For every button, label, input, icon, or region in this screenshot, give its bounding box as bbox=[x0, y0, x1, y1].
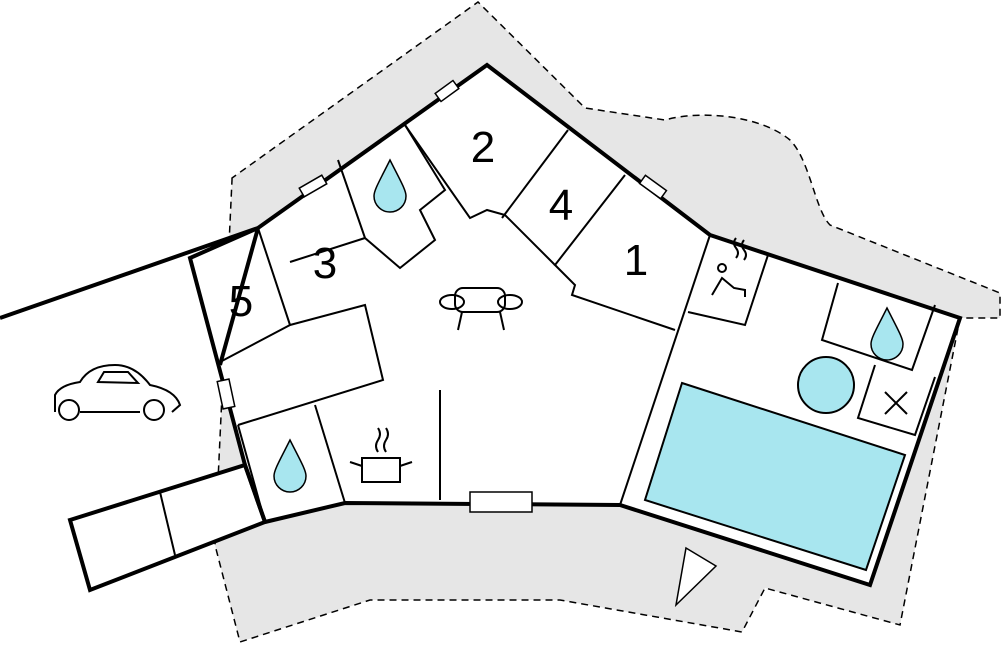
aux bbox=[218, 227, 260, 366]
room-label-2: 2 bbox=[471, 123, 495, 172]
room-label-4: 4 bbox=[549, 181, 573, 230]
pool-icon bbox=[643, 381, 907, 572]
cooking-pot-icon bbox=[349, 427, 413, 483]
storage-divider bbox=[159, 491, 176, 556]
sofa-icon bbox=[439, 287, 523, 331]
water-drop-icon bbox=[373, 158, 407, 213]
room-label-5: 5 bbox=[229, 277, 253, 326]
room-label-1: 1 bbox=[624, 236, 648, 285]
jacuzzi-icon bbox=[797, 356, 855, 414]
interior-walls bbox=[219, 124, 936, 523]
water-drop-icon bbox=[273, 438, 307, 493]
x-icon bbox=[884, 391, 908, 415]
water-drop-icon bbox=[870, 306, 904, 361]
room-label-3: 3 bbox=[313, 239, 337, 288]
north-arrow-icon bbox=[674, 546, 718, 608]
windows bbox=[216, 79, 668, 513]
sauna-icon bbox=[711, 237, 747, 297]
car-icon bbox=[54, 363, 182, 421]
outer-wall bbox=[0, 62, 963, 588]
